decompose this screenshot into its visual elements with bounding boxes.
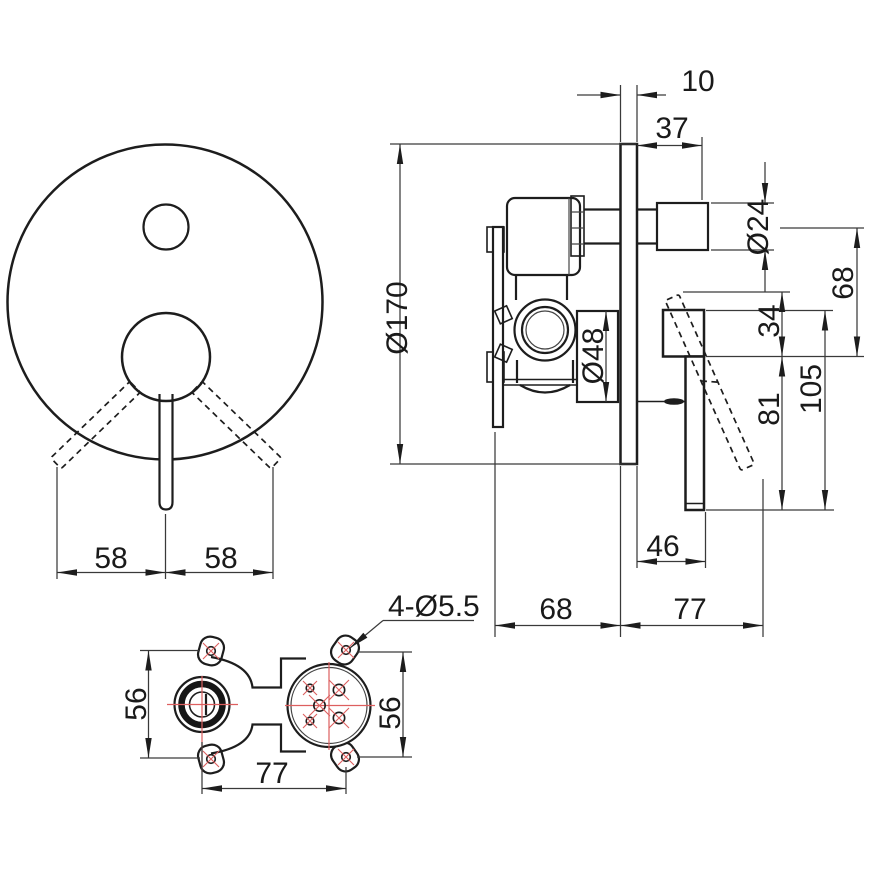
port-hole <box>312 698 326 712</box>
dim-label-77-side: 77 <box>673 593 706 626</box>
lower-flange-lines <box>503 378 580 386</box>
dim-lever-length: 105 <box>795 310 829 510</box>
dim-label-68-right: 68 <box>827 266 860 299</box>
bracket-bridge-bottom <box>210 723 306 755</box>
knob-stem-lines <box>638 208 657 245</box>
diverter-knob-side <box>655 201 710 252</box>
lever-shaft-front <box>158 394 174 511</box>
note-leader <box>349 620 384 649</box>
dim-label-34: 34 <box>753 304 786 337</box>
dim-label-46: 46 <box>646 530 679 563</box>
lower-body <box>515 360 575 394</box>
dim-label-58-left: 58 <box>94 542 127 575</box>
dim-label-10: 10 <box>681 65 714 98</box>
dim-front-58-58: 58 58 <box>56 467 274 579</box>
lever-handle-side <box>638 294 755 512</box>
valve-body <box>486 195 621 429</box>
lever-block <box>661 308 706 358</box>
mounting-bracket-view: 56 56 77 4-Ø5.5 <box>120 590 480 794</box>
centerlines <box>167 662 375 772</box>
dim-label-170: Ø170 <box>381 281 414 354</box>
screw-hole <box>205 645 217 657</box>
screw-hole <box>205 753 217 765</box>
hole-cross-marks <box>202 641 355 768</box>
screw-hole <box>340 751 352 763</box>
shared-extension-lines <box>494 227 864 637</box>
stem-lines <box>584 208 621 245</box>
dim-plate-thickness: 10 <box>577 65 715 142</box>
bracket-bridge-top <box>210 655 306 689</box>
extension-lines <box>390 143 636 465</box>
boss-48 <box>575 309 620 404</box>
screw-hole <box>340 644 352 656</box>
cartridge-nut-inner <box>525 310 565 350</box>
dim-label-24: Ø24 <box>742 199 775 256</box>
dim-bracket-height-right: 56 <box>357 651 412 758</box>
dim-lever-top-to-axis: 34 <box>753 292 786 357</box>
dim-label-77-bracket: 77 <box>255 757 288 790</box>
dim-axis-to-lever-end: 81 <box>753 356 786 510</box>
dim-valve-to-plate: 68 <box>495 593 621 629</box>
cartridge-housing <box>505 196 582 277</box>
dim-label-56-left: 56 <box>120 687 153 720</box>
adjuster-stem <box>570 195 585 257</box>
bracket-column <box>491 225 505 429</box>
port-hole <box>305 683 315 693</box>
dim-label-68-bottom: 68 <box>539 593 572 626</box>
dim-label-81: 81 <box>753 392 786 425</box>
dim-bracket-height-left: 56 <box>120 649 200 759</box>
extension-lines <box>619 85 638 142</box>
diverter-knob-front <box>142 203 190 251</box>
handle-base-shadow <box>664 398 684 405</box>
dim-label-105: 105 <box>795 364 828 414</box>
side-view: Ø170 10 37 Ø24 Ø48 34 <box>381 65 864 637</box>
port-hole <box>332 683 346 697</box>
dim-boss-diameter: Ø48 <box>577 311 610 402</box>
nut-tab-lower <box>493 343 514 364</box>
nut-tab-upper <box>493 304 514 325</box>
neck-lines <box>514 275 569 300</box>
dim-label-56-right: 56 <box>374 696 407 729</box>
note-mounting-holes: 4-Ø5.5 <box>349 590 480 649</box>
port-hole <box>305 716 315 726</box>
dim-bracket-hole-spacing: 77 <box>201 742 347 794</box>
lever-alt-position-left <box>50 381 141 469</box>
port-hole <box>332 711 346 725</box>
cartridge-nut-outer <box>513 298 577 362</box>
lever-grip <box>684 355 706 512</box>
dim-label-58-right: 58 <box>204 542 237 575</box>
dim-plate-diameter: Ø170 <box>381 143 636 465</box>
label-4xd5.5: 4-Ø5.5 <box>388 590 480 623</box>
cartridge-nut-mid <box>520 305 570 355</box>
extension-lines <box>56 467 274 579</box>
dim-knob-to-axis: 68 <box>827 228 861 357</box>
escutcheon-plate-side <box>619 142 639 466</box>
dim-knob-diameter: Ø24 <box>711 162 775 292</box>
adjuster-notches <box>571 211 584 245</box>
lever-alt-position-right <box>191 381 282 469</box>
dim-plate-to-lever: 46 <box>637 530 706 565</box>
dim-label-37: 37 <box>655 112 688 145</box>
front-view: 58 58 <box>6 143 324 579</box>
lever-hub-front <box>120 311 212 403</box>
dim-label-48: Ø48 <box>577 328 610 385</box>
bracket-tab-top-right <box>329 634 361 666</box>
dim-knob-protrusion: 37 <box>637 112 703 200</box>
lever-alt-position-side <box>664 294 755 471</box>
dim-lever-reach: 77 <box>620 593 763 629</box>
